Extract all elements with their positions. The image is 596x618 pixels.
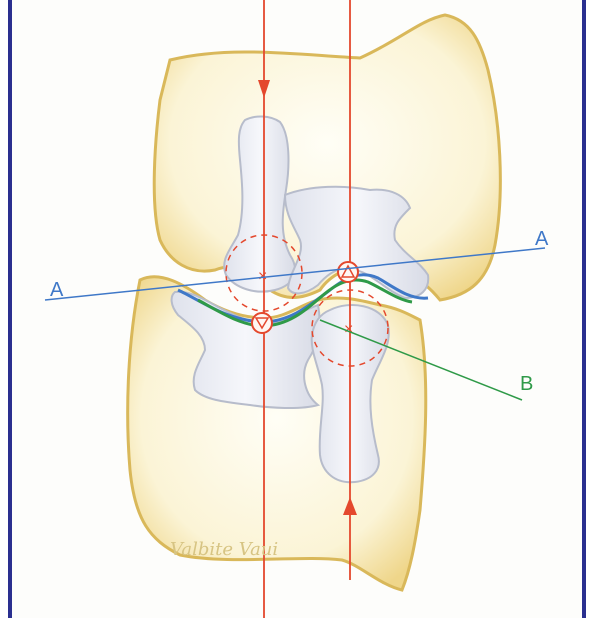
right-contact-marker xyxy=(338,262,358,282)
left-contact-marker xyxy=(252,313,272,333)
artist-signature: Valbite Vaui xyxy=(170,539,278,560)
axis-a-right-label: A xyxy=(535,228,549,250)
axis-b-label: B xyxy=(520,373,533,395)
axis-a-left-label: A xyxy=(50,279,64,301)
